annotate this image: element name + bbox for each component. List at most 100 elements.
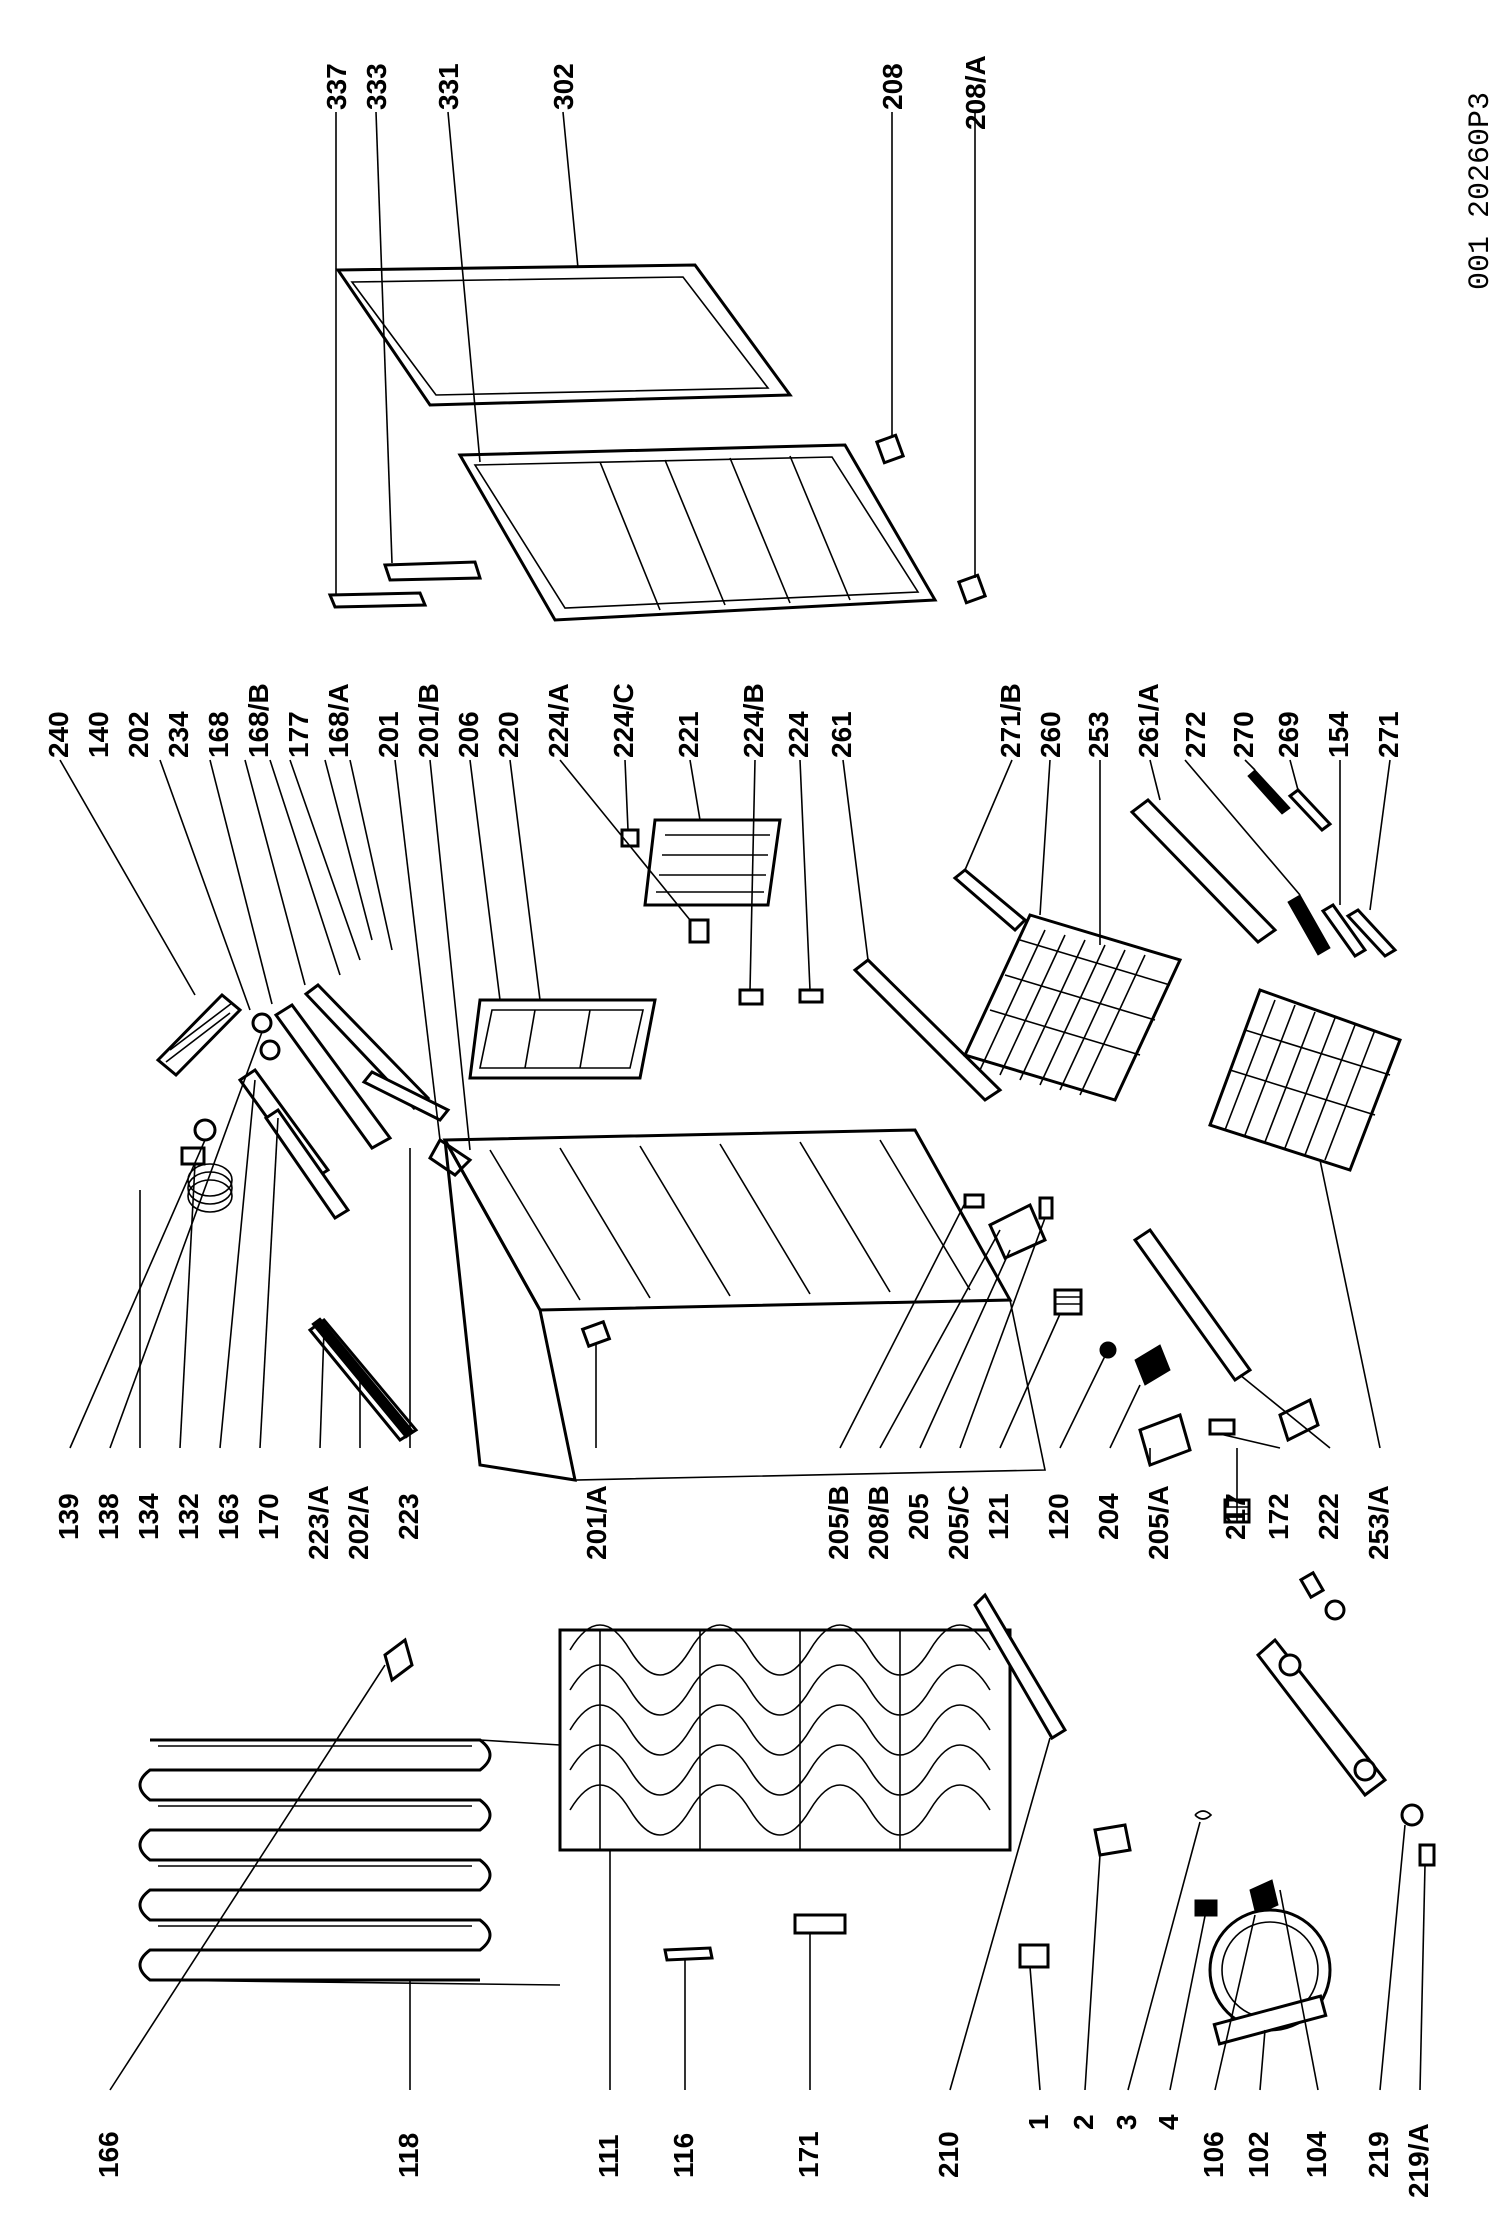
label-271b: 271/B [995, 683, 1026, 758]
label-261: 261 [826, 711, 857, 758]
part-205b [963, 1193, 985, 1209]
label-1: 1 [1023, 2114, 1054, 2130]
strip-270 [1247, 769, 1291, 815]
label-224c: 224/C [608, 683, 639, 758]
bar-222 [1132, 1227, 1253, 1383]
clip-224a [688, 918, 710, 944]
clip-224b [738, 988, 764, 1006]
label-222: 222 [1313, 1493, 1344, 1540]
strip-210 [973, 1592, 1068, 1741]
panel-202a [311, 1317, 415, 1439]
label-208: 208 [877, 63, 908, 110]
label-205b: 205/B [823, 1485, 854, 1560]
label-104: 104 [1301, 2131, 1332, 2178]
label-337: 337 [321, 63, 352, 110]
label-302: 302 [548, 63, 579, 110]
control-panel-group [59, 759, 1402, 1177]
basket-253 [962, 913, 1183, 1102]
part-224 [798, 988, 824, 1004]
label-272: 272 [1180, 711, 1211, 758]
part-4 [1194, 1899, 1218, 1917]
label-271: 271 [1373, 711, 1404, 758]
strip-271 [1345, 908, 1398, 958]
label-221: 221 [673, 711, 704, 758]
label-208b: 208/B [863, 1485, 894, 1560]
label-154: 154 [1323, 711, 1354, 758]
control-panel-202 [273, 1002, 393, 1150]
label-253: 253 [1083, 711, 1114, 758]
label-261a: 261/A [1133, 683, 1164, 758]
label-253a: 253/A [1363, 1485, 1394, 1560]
bracket-201 [428, 1137, 473, 1177]
label-134: 134 [133, 1493, 164, 1540]
label-220: 220 [493, 711, 524, 758]
label-106: 106 [1198, 2131, 1229, 2178]
part-1 [1018, 1943, 1050, 1969]
label-132: 132 [173, 1493, 204, 1540]
label-168b: 168/B [243, 683, 274, 758]
shelf-frame-220 [468, 998, 657, 1080]
label-223: 223 [393, 1493, 424, 1540]
part-3 [1194, 1810, 1213, 1820]
label-208a: 208/A [960, 55, 991, 130]
label-205a: 205/A [1143, 1485, 1174, 1560]
part-106 [1249, 1879, 1279, 1916]
bracket-205a [1138, 1413, 1192, 1467]
label-210: 210 [933, 2131, 964, 2178]
hinge-208a [956, 573, 988, 605]
label-140: 140 [83, 711, 114, 758]
label-333: 333 [361, 63, 392, 110]
label-205c: 205/C [943, 1485, 974, 1560]
basket-253a [1208, 988, 1402, 1172]
handle-cover-333 [382, 560, 483, 582]
cabinet-group [69, 1012, 1381, 1524]
label-168: 168 [203, 711, 234, 758]
label-118: 118 [393, 2133, 424, 2178]
label-121: 121 [983, 1493, 1014, 1540]
condenser-118 [138, 1738, 561, 1986]
part-172-clip [1208, 1418, 1236, 1436]
label-201b: 201/B [413, 683, 444, 758]
door-panel-331 [457, 443, 938, 622]
label-224: 224 [783, 711, 814, 758]
label-331: 331 [433, 63, 464, 110]
part-139 [193, 1118, 217, 1142]
cover-261a [1129, 798, 1278, 944]
label-260: 260 [1035, 711, 1066, 758]
label-219a: 219/A [1403, 2123, 1434, 2198]
part-140 [259, 1039, 281, 1061]
label-111: 111 [593, 2134, 624, 2178]
label-217: 217 [1220, 1493, 1251, 1540]
label-3: 3 [1111, 2114, 1142, 2130]
clip-166 [383, 1637, 414, 1683]
strip-269 [1287, 787, 1333, 833]
bar-170 [263, 1107, 351, 1221]
label-219: 219 [1363, 2131, 1394, 2178]
part-171 [793, 1913, 847, 1935]
bracket-205 [988, 1202, 1047, 1260]
label-171: 171 [793, 2131, 824, 2178]
part-138 [251, 1012, 273, 1034]
label-4: 4 [1153, 2114, 1184, 2130]
label-201: 201 [373, 711, 404, 758]
label-170: 170 [253, 1493, 284, 1540]
clip-116 [663, 1946, 714, 1962]
strip-272 [1287, 894, 1331, 956]
label-139: 139 [53, 1493, 84, 1540]
label-172: 172 [1263, 1493, 1294, 1540]
drawing-code: 001 20260P3 [1464, 92, 1498, 290]
part-172 [1278, 1397, 1320, 1443]
label-202: 202 [123, 711, 154, 758]
evaporator-111 [558, 1624, 1012, 1852]
label-201a: 201/A [581, 1485, 612, 1560]
door-group [327, 111, 988, 622]
part-132 [180, 1146, 206, 1166]
label-223a: 223/A [303, 1485, 334, 1560]
cover-261 [852, 958, 1003, 1102]
label-138: 138 [93, 1493, 124, 1540]
label-234: 234 [163, 711, 194, 758]
hinge-208 [874, 433, 906, 465]
label-168a: 168/A [323, 683, 354, 758]
label-102: 102 [1243, 2131, 1274, 2178]
